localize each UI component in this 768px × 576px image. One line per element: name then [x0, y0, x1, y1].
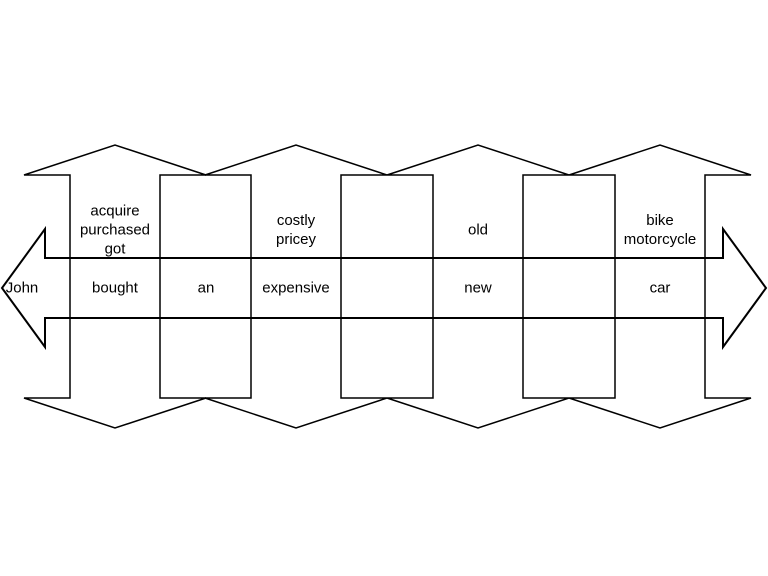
word-bought: bought	[92, 279, 138, 297]
alternative-word: costly	[276, 212, 316, 229]
word-expensive: expensive	[262, 279, 330, 297]
alternatives-car: bike motorcycle	[624, 211, 697, 249]
alternative-word: pricey	[275, 231, 317, 248]
word-new: new	[464, 279, 492, 297]
alternative-word: old	[467, 221, 489, 239]
alternatives-bought: acquire purchased got	[80, 202, 150, 259]
horizontal-double-arrow	[0, 225, 768, 351]
alternative-word: bike	[646, 212, 674, 229]
vertical-double-arrow-new	[386, 144, 570, 429]
alternative-word: motorcycle	[623, 231, 697, 248]
vertical-double-arrow-car	[568, 144, 752, 429]
vertical-double-arrow-expensive	[204, 144, 388, 429]
alternatives-new: old	[468, 221, 488, 240]
vertical-double-arrow-bought	[23, 144, 207, 429]
word-car: car	[649, 279, 671, 297]
alternative-word: got	[104, 240, 126, 258]
word-an: an	[197, 279, 215, 297]
alternatives-expensive: costly pricey	[276, 211, 316, 249]
word-john: John	[5, 279, 39, 297]
alternative-word: acquire	[90, 202, 140, 220]
alternative-word: purchased	[79, 221, 151, 239]
